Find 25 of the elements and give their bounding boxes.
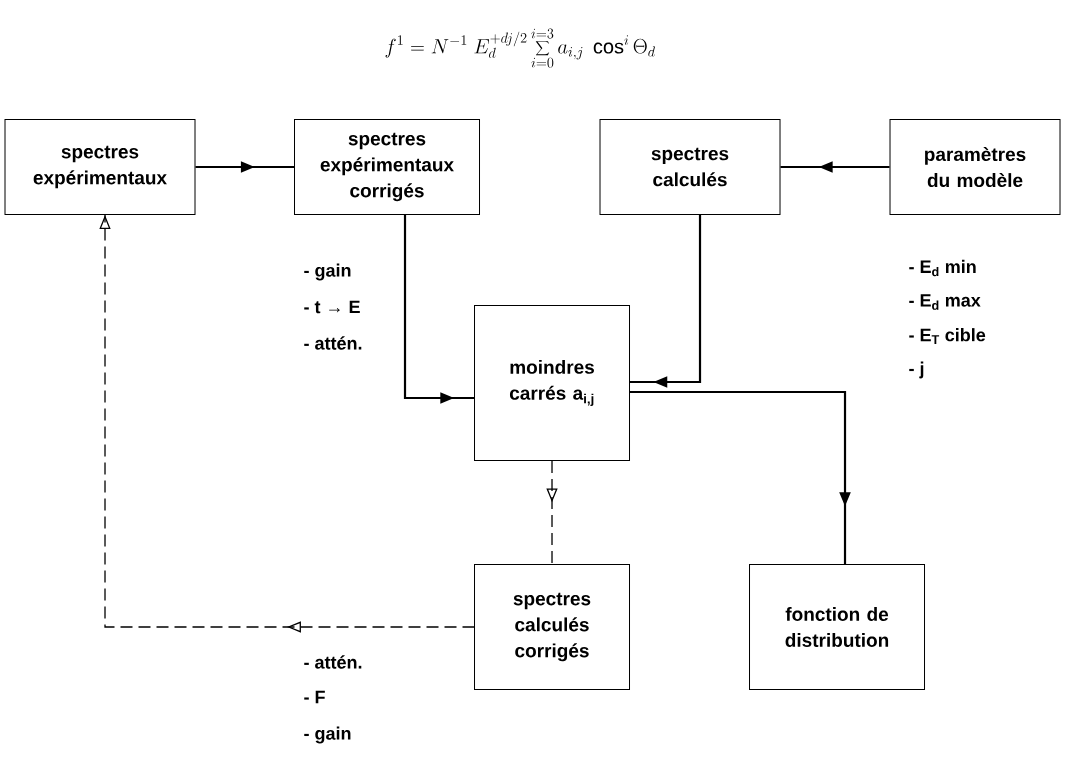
list-item: - attén. xyxy=(304,655,362,669)
process-box: spectres expérimentaux corrigés xyxy=(294,119,480,215)
list-item: - F xyxy=(304,690,325,704)
arrow xyxy=(629,215,702,388)
process-box: spectres calculés xyxy=(599,119,781,215)
list-item: - gain xyxy=(304,726,351,744)
list-item: - E$_{T}$ cible xyxy=(909,328,986,344)
process-box: paramètres du modèle xyxy=(889,119,1061,215)
list-item: - j xyxy=(909,361,924,379)
list-item: - t → E xyxy=(304,300,360,314)
dashed-arrow xyxy=(99,214,476,633)
process-box: spectres expérimentaux xyxy=(4,119,196,215)
list-item: - attén. xyxy=(304,336,362,350)
process-box: moindres carrés a$_{i,j}$ xyxy=(474,305,630,461)
arrow xyxy=(195,161,295,173)
arrow xyxy=(780,161,890,173)
process-box: spectres calculés corrigés xyxy=(474,564,630,690)
formula: $f^1 = N^{-1}\ E_d^{+dj/2} \sum_{i=0}^{i=3} a_{i,j}\ \cos^i \Theta_d$ xyxy=(385,28,656,68)
arrow xyxy=(629,390,851,565)
process-box: fonction de distribution xyxy=(749,564,925,690)
dashed-arrow xyxy=(546,460,558,566)
list-item: - E$_{d}$ max xyxy=(909,294,981,310)
list-item: - E$_{d}$ min xyxy=(909,259,976,277)
arrow xyxy=(403,215,475,404)
list-item: - gain xyxy=(304,263,351,281)
